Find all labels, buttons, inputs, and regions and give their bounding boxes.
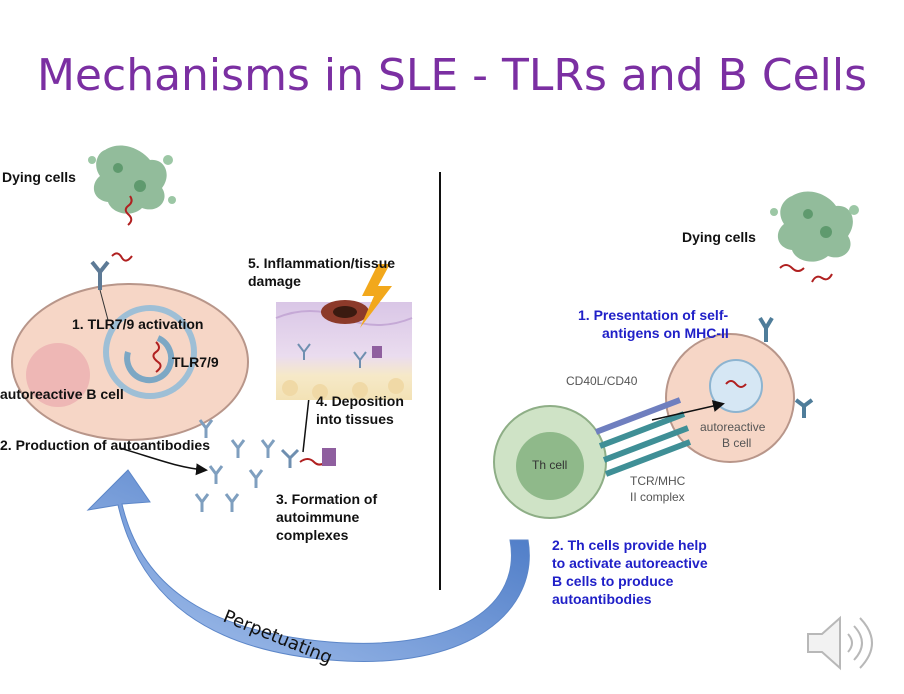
cd40-bridge <box>594 397 692 477</box>
skin-tissue <box>275 300 413 400</box>
autoreactive-b-cell-left <box>11 283 249 441</box>
autoreactive-b-cell-right <box>665 333 795 463</box>
formation-label-1: 3. Formation of <box>276 491 378 507</box>
dying-cell-left <box>88 145 176 226</box>
deposition-label-2: into tissues <box>316 411 394 427</box>
th-cell <box>493 405 607 519</box>
formation-label-2: autoimmune <box>276 509 360 525</box>
help-label-4: autoantibodies <box>552 591 652 607</box>
speaker-icon[interactable] <box>800 612 880 674</box>
inflammation-label-1: 5. Inflammation/tissue <box>248 255 396 271</box>
right-b-cell-label-1: autoreactive <box>700 420 766 434</box>
deposition-label-1: 4. Deposition <box>316 393 404 409</box>
tlr-label: TLR7/9 <box>172 354 219 370</box>
immune-complex <box>280 448 336 468</box>
help-label-2: to activate autoreactive <box>552 555 708 571</box>
tcr-label-1: TCR/MHC <box>630 474 686 488</box>
presentation-label-1: 1. Presentation of self- <box>578 307 729 323</box>
cd40-label: CD40L/CD40 <box>566 374 638 388</box>
inflammation-label-2: damage <box>248 273 301 289</box>
production-label: 2. Production of autoantibodies <box>0 437 210 453</box>
tlr-activation-label: 1. TLR7/9 activation <box>72 316 204 332</box>
presentation-label-2: antigens on MHC-II <box>602 325 729 341</box>
right-dying-cells-label: Dying cells <box>682 229 756 245</box>
lightning-icon <box>360 264 392 328</box>
autoreactive-b-cell-label: autoreactive B cell <box>0 386 124 402</box>
tcr-label-2: II complex <box>630 490 685 504</box>
right-b-cell-label-2: B cell <box>722 436 752 450</box>
slide-title: Mechanisms in SLE - TLRs and B Cells <box>36 50 868 101</box>
help-label-1: 2. Th cells provide help <box>552 537 707 553</box>
antibody-receptor-icon <box>90 252 133 290</box>
th-cell-label: Th cell <box>532 458 568 472</box>
antibody-cluster <box>194 419 276 512</box>
dying-cell-right <box>770 191 859 283</box>
formation-label-3: complexes <box>276 527 349 543</box>
left-dying-cells-label: Dying cells <box>2 169 76 185</box>
help-label-3: B cells to produce <box>552 573 674 589</box>
mhc-receptor-icon <box>758 316 814 418</box>
perpetuating-arrow <box>86 469 530 662</box>
production-arrow <box>119 447 208 476</box>
